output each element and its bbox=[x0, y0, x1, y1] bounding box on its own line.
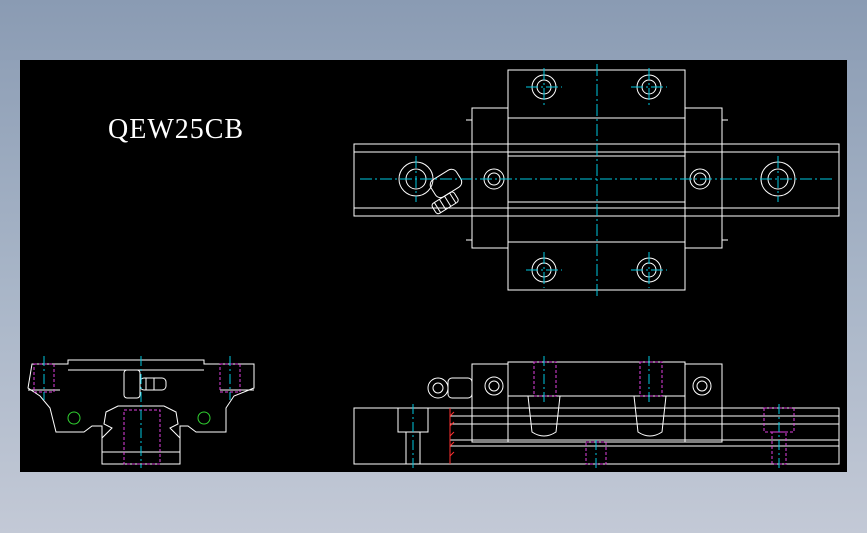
grease-nipple-side bbox=[427, 377, 449, 399]
ball-recess bbox=[527, 395, 561, 437]
top-view bbox=[353, 64, 840, 296]
end-view bbox=[27, 356, 255, 468]
grease-nipple-end bbox=[123, 369, 141, 399]
part-label: QEW25CB bbox=[108, 114, 245, 145]
end-view-carriage bbox=[27, 359, 255, 465]
side-end-cap-right bbox=[684, 363, 723, 443]
section-break bbox=[449, 408, 455, 464]
ball-recess bbox=[633, 395, 667, 437]
screw-mark bbox=[197, 411, 211, 425]
centerlines-top bbox=[360, 64, 835, 296]
side-end-cap-left bbox=[471, 363, 509, 443]
side-carriage-body bbox=[507, 361, 686, 443]
screw-mark bbox=[67, 411, 81, 425]
end-view-rail bbox=[101, 405, 181, 453]
end-cap-left bbox=[471, 107, 509, 249]
cad-drawing bbox=[27, 64, 840, 470]
side-view bbox=[353, 356, 840, 470]
cad-drawing-area[interactable]: QEW25CB bbox=[20, 60, 847, 472]
grease-nipple-top bbox=[429, 168, 463, 215]
